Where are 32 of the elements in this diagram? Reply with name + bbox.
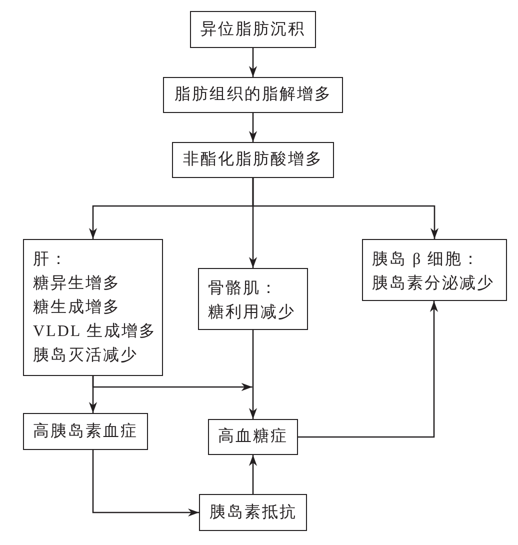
process-box bbox=[163, 77, 343, 113]
box-heading: 肝： bbox=[33, 250, 68, 270]
arrow bbox=[252, 178, 439, 239]
process-box bbox=[362, 239, 507, 301]
arrow bbox=[248, 330, 258, 419]
box-heading: 胰岛 β 细胞： bbox=[372, 250, 480, 270]
box-label: 胰岛素抵抗 bbox=[209, 502, 297, 522]
box-text-line: 糖利用减少 bbox=[208, 302, 296, 323]
process-box bbox=[208, 419, 298, 455]
box-label: 非酯化脂肪酸增多 bbox=[183, 150, 323, 170]
box-text-line: 糖生成增多 bbox=[33, 298, 120, 318]
arrow bbox=[92, 376, 252, 392]
arrow bbox=[248, 48, 258, 77]
box-label: 高胰岛素血症 bbox=[33, 422, 138, 442]
arrow bbox=[298, 301, 438, 438]
box-label: 脂肪组织的脂解增多 bbox=[174, 84, 332, 105]
box-text-line: 胰岛素分泌减少 bbox=[372, 274, 494, 294]
arrow bbox=[248, 113, 258, 142]
box-label: 异位脂肪沉积 bbox=[200, 20, 306, 40]
box-label: 高血糖症 bbox=[218, 426, 288, 447]
process-box bbox=[23, 413, 148, 450]
box-text-line: VLDL 生成增多 bbox=[33, 322, 157, 342]
process-box bbox=[23, 239, 163, 376]
box-heading: 骨骼肌： bbox=[208, 279, 278, 299]
arrow bbox=[92, 450, 199, 517]
box-text-line: 糖异生增多 bbox=[33, 274, 120, 294]
process-box bbox=[190, 11, 316, 48]
arrow bbox=[248, 455, 258, 494]
process-box bbox=[199, 494, 307, 531]
process-box bbox=[172, 142, 334, 178]
box-text-line: 胰岛灭活减少 bbox=[33, 346, 138, 366]
process-box bbox=[198, 268, 308, 330]
